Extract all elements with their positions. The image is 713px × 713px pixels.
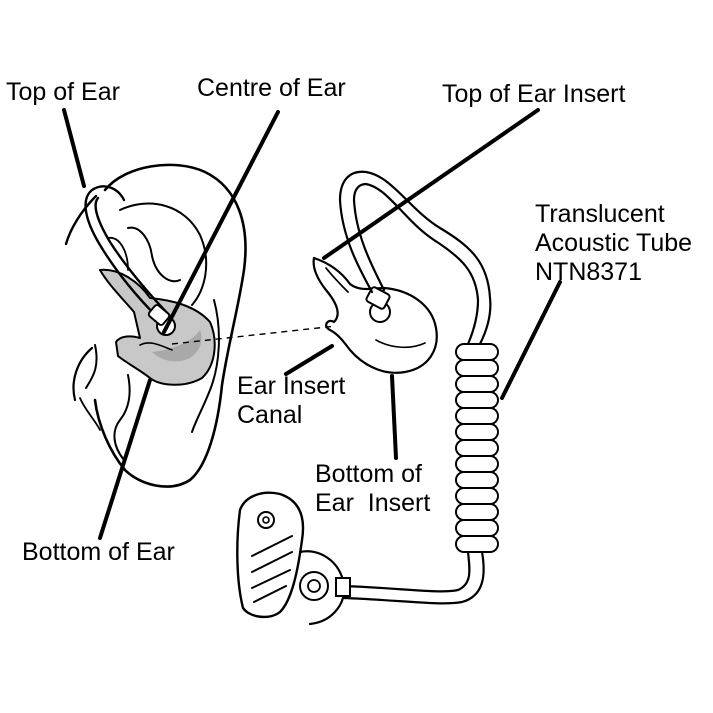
ear-outline-icon	[64, 163, 247, 488]
label-bottom-insert-line2: Ear Insert	[315, 489, 431, 517]
leader-centre-of-ear	[162, 110, 280, 334]
canal-alignment-line	[171, 325, 337, 345]
ear-tube-loop-icon	[84, 185, 176, 336]
earpiece-clip-icon	[236, 491, 351, 626]
label-top-of-ear-insert: Top of Ear Insert	[442, 80, 626, 108]
label-centre-of-ear: Centre of Ear	[197, 74, 346, 102]
coiled-tube-icon	[455, 343, 499, 553]
label-bottom-insert-line1: Bottom of	[315, 460, 422, 488]
leader-top-of-ear-insert	[322, 108, 540, 260]
leader-top-of-ear	[62, 108, 86, 188]
label-canal-line1: Ear Insert	[237, 372, 346, 400]
leader-bottom-of-ear-insert	[390, 374, 398, 460]
ear-insert-icon	[312, 256, 438, 374]
label-translucent-line3: NTN8371	[535, 258, 642, 286]
leader-bottom-of-ear	[98, 378, 152, 540]
leader-translucent-tube	[500, 280, 562, 400]
acoustic-tube-icon	[338, 170, 499, 605]
label-ear-insert-canal: Ear Insert Canal	[237, 372, 345, 430]
label-translucent-line1: Translucent	[535, 200, 665, 228]
label-translucent-line2: Acoustic Tube	[535, 229, 693, 257]
label-canal-line2: Canal	[237, 401, 303, 429]
label-bottom-of-ear: Bottom of Ear	[22, 538, 175, 566]
leader-ear-insert-canal	[284, 344, 334, 376]
label-translucent-tube: Translucent Acoustic Tube NTN8371	[535, 200, 692, 287]
leader-lines	[62, 108, 562, 540]
label-bottom-of-ear-insert: Bottom of Ear Insert	[315, 460, 430, 518]
label-top-of-ear: Top of Ear	[6, 78, 120, 106]
